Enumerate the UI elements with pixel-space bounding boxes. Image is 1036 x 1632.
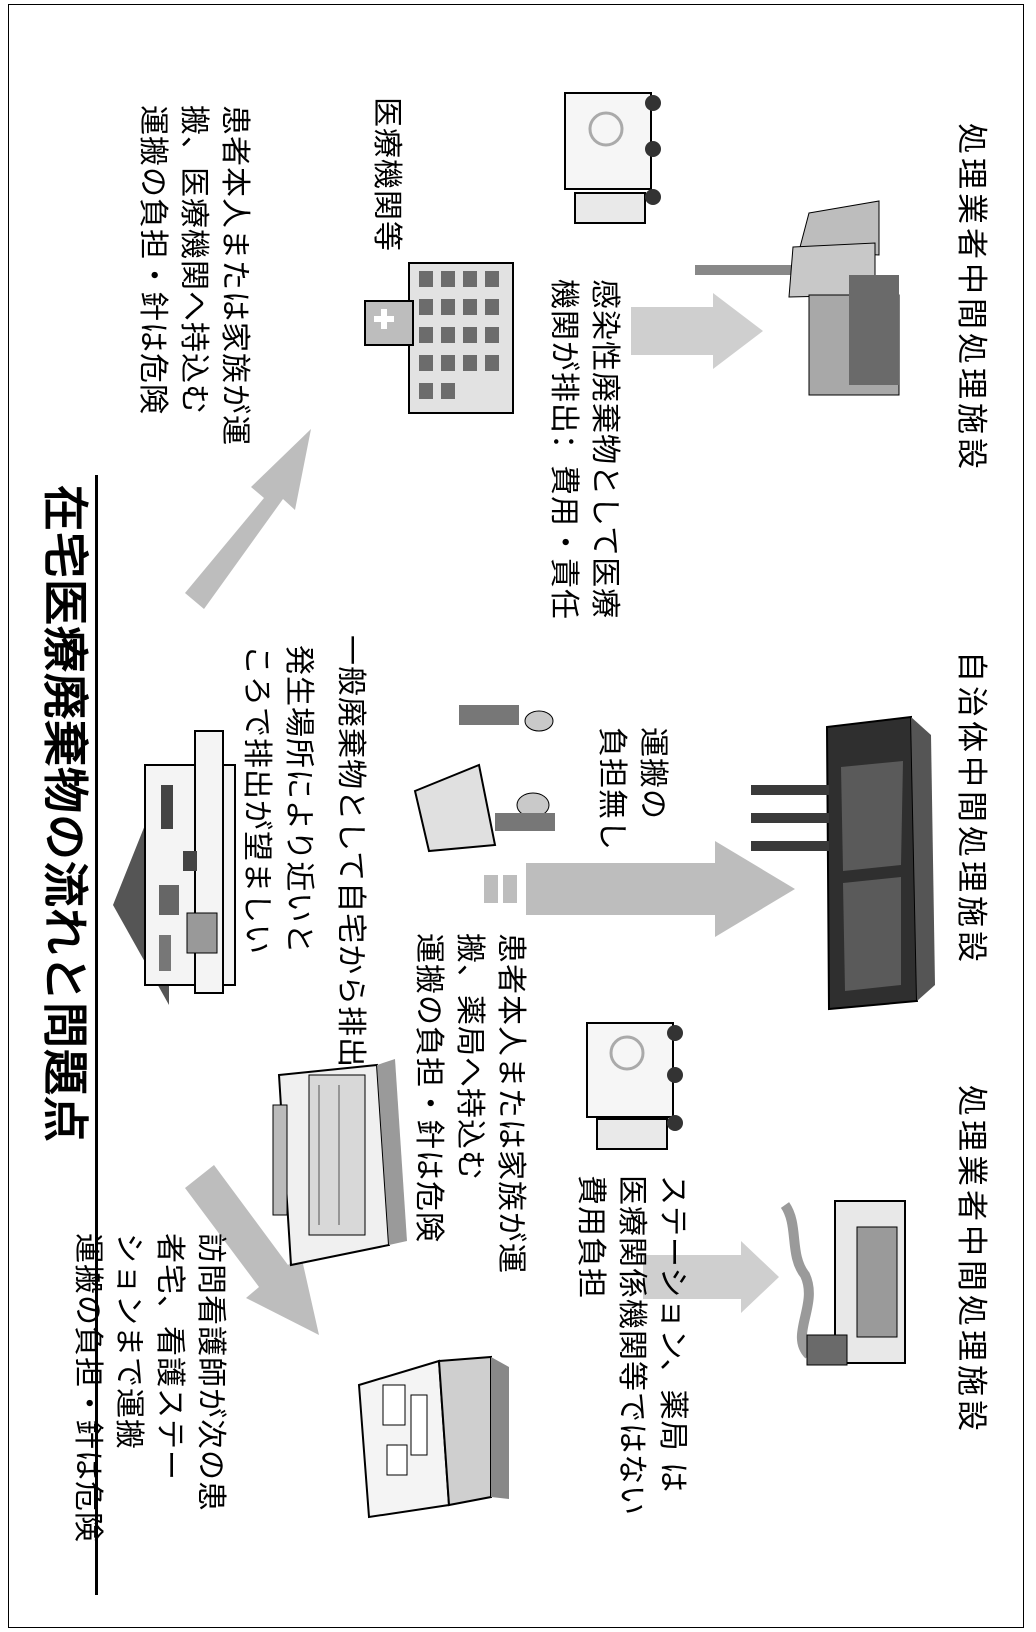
medical-waste-truck-top: [564, 92, 661, 224]
pharmacy-route-line-3: 運搬の負担・針は危険: [411, 933, 446, 1243]
medical-waste-truck-middle: [586, 1022, 683, 1150]
home-waste-note: 一般廃棄物として自宅から排出 発生場所により近いと ころで排出が望ましい: [235, 635, 371, 1068]
pharmacy-building-illustration: [272, 1059, 407, 1267]
arrow-pharmacy-to-contractor: [643, 1241, 779, 1313]
municipal-note-line-1: 運搬の: [635, 727, 670, 820]
station-note-line-1: ステーション、薬局 は: [655, 1175, 690, 1494]
municipal-facility-text: 自治体中間処理施設: [953, 651, 989, 966]
nurse-route-line-2: 者宅、看護ステー: [152, 1233, 187, 1481]
pharmacy-route-line-1: 患者本人または家族が運: [493, 933, 528, 1274]
title-underline: [95, 475, 98, 1595]
contractor-facility-left-text: 処理業者中間処理施設: [953, 1085, 989, 1435]
medical-route-note: 患者本人または家族が運 搬、医療機関へ持込む 運搬の負担・針は危険: [132, 105, 255, 446]
medical-route-line-2: 搬、医療機関へ持込む: [176, 105, 211, 415]
infectious-note-line-2: 機関が排出：費用・責任: [546, 279, 581, 620]
medical-route-line-3: 運搬の負担・針は危険: [135, 105, 170, 415]
arrow-medical-to-contractor: [631, 293, 763, 369]
municipal-note-line-2: 負担無し: [594, 727, 629, 851]
medical-institution-label: 医療機関等: [365, 97, 407, 252]
arrow-to-medical-institution: [185, 429, 311, 609]
pharmacy-route-note: 患者本人または家族が運 搬、薬局へ持込む 運搬の負担・針は危険: [408, 933, 531, 1274]
nurse-route-line-4: 運搬の負担・針は危険: [70, 1233, 105, 1543]
contractor-facility-left-illustration: [780, 1200, 906, 1366]
nurse-route-line-1: 訪問看護師が次の患: [193, 1233, 228, 1512]
home-note-line-2: ころで排出が望ましい: [239, 645, 274, 955]
arrow-home-to-municipal: [484, 841, 795, 937]
diagram-title: 在宅医療廃棄物の流れと問題点: [38, 485, 92, 1143]
station-note-line-2: 医療関係機関等ではない: [614, 1175, 649, 1516]
municipal-facility-label: 自治体中間処理施設: [951, 651, 991, 966]
arrow-to-pharmacy: [185, 1165, 319, 1335]
garbage-collectors-illustration: [413, 705, 555, 853]
diagram-graphics: [113, 92, 935, 1519]
medical-route-line-1: 患者本人または家族が運: [217, 105, 252, 446]
nurse-route-line-3: ションまで運搬: [111, 1233, 146, 1450]
station-pharmacy-note: ステーション、薬局 は 医療関係機関等ではない 費用負担: [570, 1175, 693, 1516]
diagram-stage: 在宅医療廃棄物の流れと問題点 患者本人または家族が運 搬、医療機関へ持込む 運搬…: [9, 5, 1023, 1627]
contractor-facility-left-label: 処理業者中間処理施設: [951, 1085, 991, 1435]
home-note-line-1: 発生場所により近いと: [281, 645, 316, 955]
home-waste-label: 一般廃棄物として自宅から排出: [333, 635, 368, 1069]
medical-institution-label-text: 医療機関等: [369, 97, 404, 252]
infectious-waste-note: 感染性廃棄物として医療 機関が排出：費用・責任: [543, 279, 625, 620]
nurse-route-note: 訪問看護師が次の患 者宅、看護ステー ションまで運搬 運搬の負担・針は危険: [67, 1233, 231, 1543]
contractor-facility-right-label: 処理業者中間処理施設: [951, 123, 991, 473]
infectious-note-line-1: 感染性廃棄物として医療: [587, 279, 622, 620]
patient-house-illustration: [113, 730, 236, 1005]
pharmacy-route-line-2: 搬、薬局へ持込む: [452, 933, 487, 1181]
nurse-station-building-illustration: [357, 1355, 509, 1519]
station-note-line-3: 費用負担: [573, 1175, 608, 1299]
hospital-building-illustration: [364, 262, 514, 414]
contractor-facility-right-illustration: [695, 200, 900, 396]
contractor-facility-right-text: 処理業者中間処理施設: [953, 123, 989, 473]
diagram-title-text: 在宅医療廃棄物の流れと問題点: [38, 485, 92, 1143]
municipal-transport-note: 運搬の 負担無し: [591, 727, 673, 851]
diagram-frame: 在宅医療廃棄物の流れと問題点 患者本人または家族が運 搬、医療機関へ持込む 運搬…: [8, 4, 1024, 1628]
municipal-incinerator-illustration: [751, 715, 935, 1011]
